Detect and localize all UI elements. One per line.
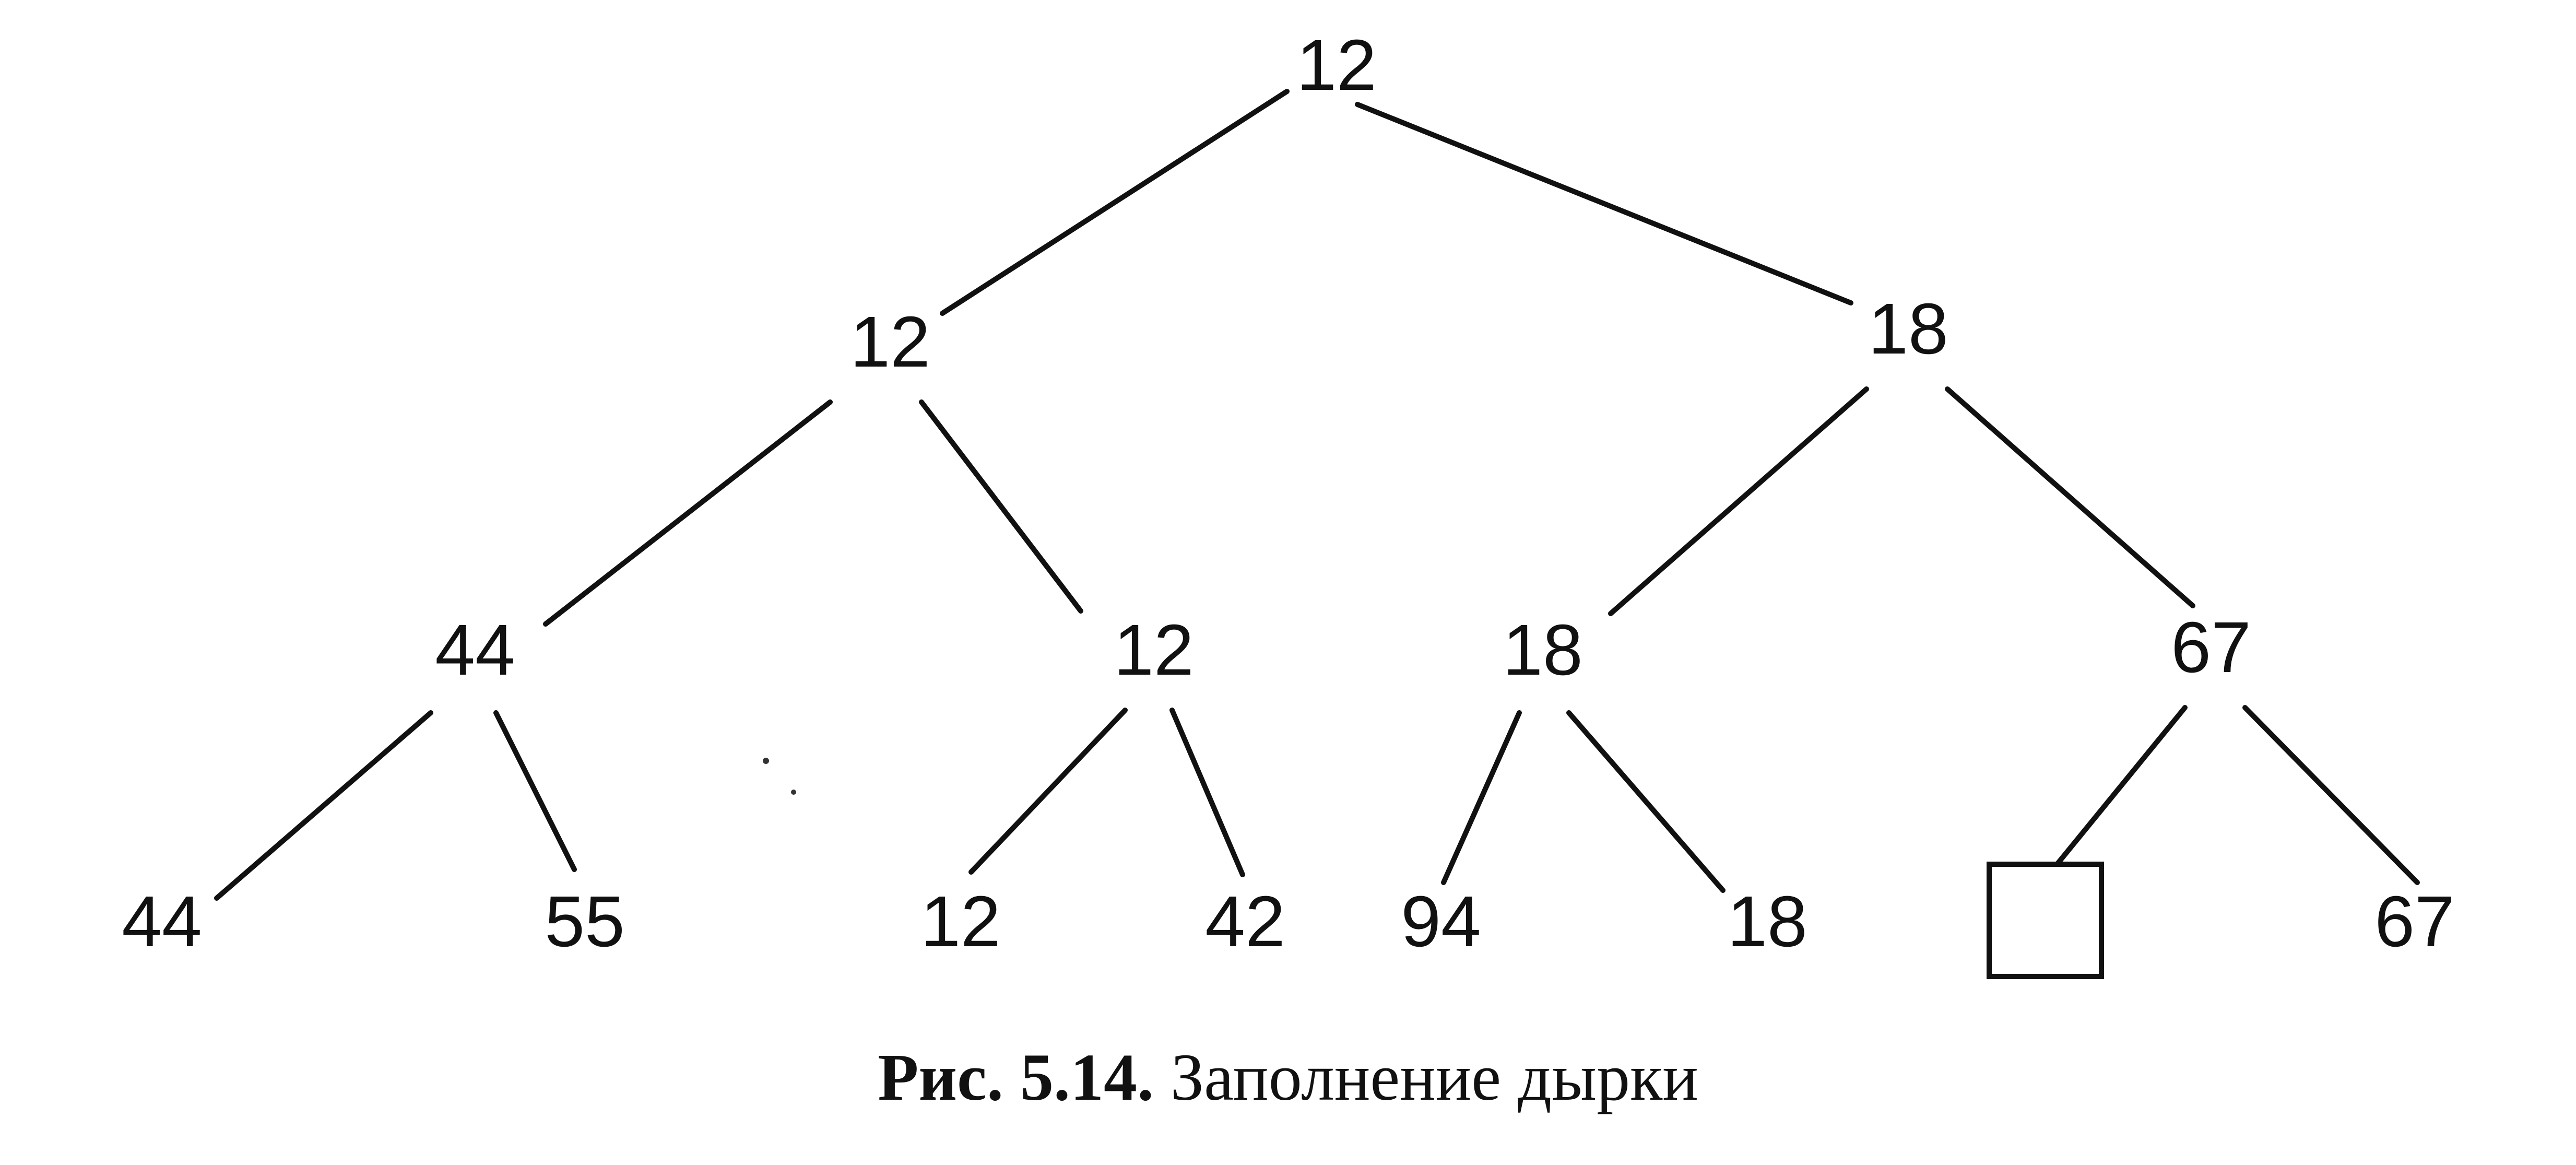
edge-l2a-to-l3a — [214, 710, 433, 901]
edge-l2b-to-l3c — [968, 708, 1128, 875]
scan-speck — [763, 758, 769, 764]
node-level1-right: 18 — [1868, 289, 1948, 369]
edge-l1a-to-l2a — [543, 399, 833, 627]
scan-speck — [791, 790, 796, 795]
node-level3-a: 44 — [122, 881, 202, 962]
figure-caption-number: Рис. 5.14. — [878, 1040, 1154, 1114]
node-level3-b: 55 — [545, 881, 625, 962]
edge-l1a-to-l2b — [919, 399, 1083, 614]
node-level2-d: 67 — [2171, 607, 2251, 688]
edge-l2c-to-l3e — [1441, 710, 1522, 885]
figure-caption: Рис. 5.14. Заполнение дырки — [0, 1039, 2576, 1116]
node-level2-b: 12 — [1114, 610, 1194, 690]
edge-l2c-to-l3f — [1566, 710, 1726, 893]
node-level3-c: 12 — [920, 881, 1001, 962]
node-root: 12 — [1296, 25, 1377, 105]
node-level2-a: 44 — [435, 610, 515, 690]
node-level3-d: 42 — [1205, 881, 1285, 962]
node-level3-g: 67 — [2374, 881, 2455, 962]
node-level2-c: 18 — [1503, 610, 1583, 690]
hole-empty-square — [1987, 862, 2104, 979]
node-level3-f: 18 — [1727, 881, 1807, 962]
node-level3-e: 94 — [1401, 881, 1481, 962]
node-level1-left: 12 — [850, 302, 930, 382]
edge-l2d-to-hole — [2054, 705, 2188, 867]
edge-root-to-left — [940, 89, 1290, 316]
edge-l2b-to-l3d — [1169, 708, 1245, 877]
figure-caption-text: Заполнение дырки — [1170, 1040, 1698, 1114]
edge-l2d-to-l3g — [2242, 705, 2420, 885]
edge-l2a-to-l3b — [493, 710, 577, 872]
edge-l1b-to-l2d — [1945, 386, 2195, 608]
edge-root-to-right — [1355, 102, 1853, 305]
edge-l1b-to-l2c — [1608, 386, 1869, 616]
